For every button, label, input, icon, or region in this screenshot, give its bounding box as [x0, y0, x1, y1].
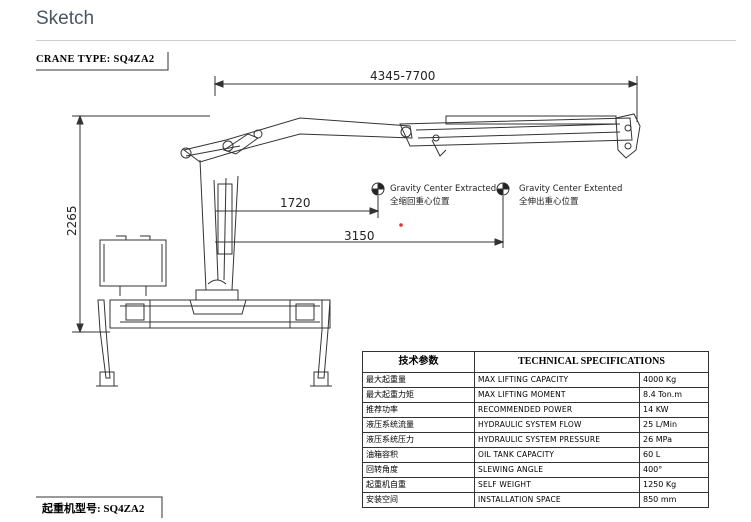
spec-cn: 液压系统流量: [362, 417, 475, 433]
oil-tank: [99, 239, 167, 287]
base-beam: [109, 299, 331, 329]
cg-extended-en: Gravity Center Extented: [519, 184, 622, 194]
cg-extracted-symbol: [371, 182, 385, 196]
page-heading: Sketch: [36, 8, 95, 29]
cg-extracted-dimension: 1720: [280, 196, 311, 210]
cg-extracted-en: Gravity Center Extracted: [390, 184, 496, 194]
spec-en: HYDRAULIC SYSTEM FLOW: [474, 417, 640, 433]
spec-value: 25 L/Min: [639, 417, 709, 433]
spec-en: SLEWING ANGLE: [474, 462, 640, 478]
cg-extended-symbol: [496, 182, 510, 196]
spec-cn: 油箱容积: [362, 447, 475, 463]
spec-en: SELF WEIGHT: [474, 477, 640, 493]
inner-boom: [182, 117, 413, 163]
crane-type-label: CRANE TYPE: SQ4ZA2: [36, 54, 155, 65]
spec-en: RECOMMENDED POWER: [474, 402, 640, 418]
spec-cn: 起重机自重: [362, 477, 475, 493]
boom-tip: [615, 113, 641, 159]
spec-value: 850 mm: [639, 492, 709, 508]
lift-cylinder: [222, 133, 260, 155]
spec-en: INSTALLATION SPACE: [474, 492, 640, 508]
spec-en: HYDRAULIC SYSTEM PRESSURE: [474, 432, 640, 448]
spec-en: OIL TANK CAPACITY: [474, 447, 640, 463]
spec-cn: 安装空间: [362, 492, 475, 508]
spec-value: 8.4 Ton.m: [639, 387, 709, 403]
spec-value: 1250 Kg: [639, 477, 709, 493]
spec-value: 400°: [639, 462, 709, 478]
cg-extended-dimension: 3150: [344, 229, 375, 243]
marker-dot: [399, 223, 403, 227]
spec-cn: 最大起重力矩: [362, 387, 475, 403]
right-outrigger: [317, 299, 331, 379]
reach-dimension: 4345-7700: [370, 69, 435, 83]
spec-cn: 液压系统压力: [362, 432, 475, 448]
slewing-base: [195, 289, 239, 301]
spec-cn: 最大起重量: [362, 372, 475, 388]
spec-value: 14 KW: [639, 402, 709, 418]
cg-extended-cn: 全伸出重心位置: [519, 196, 579, 207]
crane-type-frame: [36, 52, 169, 71]
heading-divider: [36, 40, 736, 41]
spec-cn: 回转角度: [362, 462, 475, 478]
model-frame: [36, 496, 163, 518]
cg-extracted-cn: 全缩回重心位置: [390, 196, 450, 207]
spec-cn: 推荐功率: [362, 402, 475, 418]
spec-en: MAX LIFTING CAPACITY: [474, 372, 640, 388]
model-label: 起重机型号: SQ4ZA2: [42, 503, 145, 515]
spec-header-en: TECHNICAL SPECIFICATIONS: [474, 351, 709, 373]
spec-header-cn: 技术参数: [362, 351, 475, 373]
spec-value: 26 MPa: [639, 432, 709, 448]
height-dimension: 2265: [65, 205, 79, 236]
spec-value: 4000 Kg: [639, 372, 709, 388]
spec-value: 60 L: [639, 447, 709, 463]
left-outrigger: [97, 299, 111, 379]
spec-en: MAX LIFTING MOMENT: [474, 387, 640, 403]
outer-boom: [399, 117, 633, 147]
